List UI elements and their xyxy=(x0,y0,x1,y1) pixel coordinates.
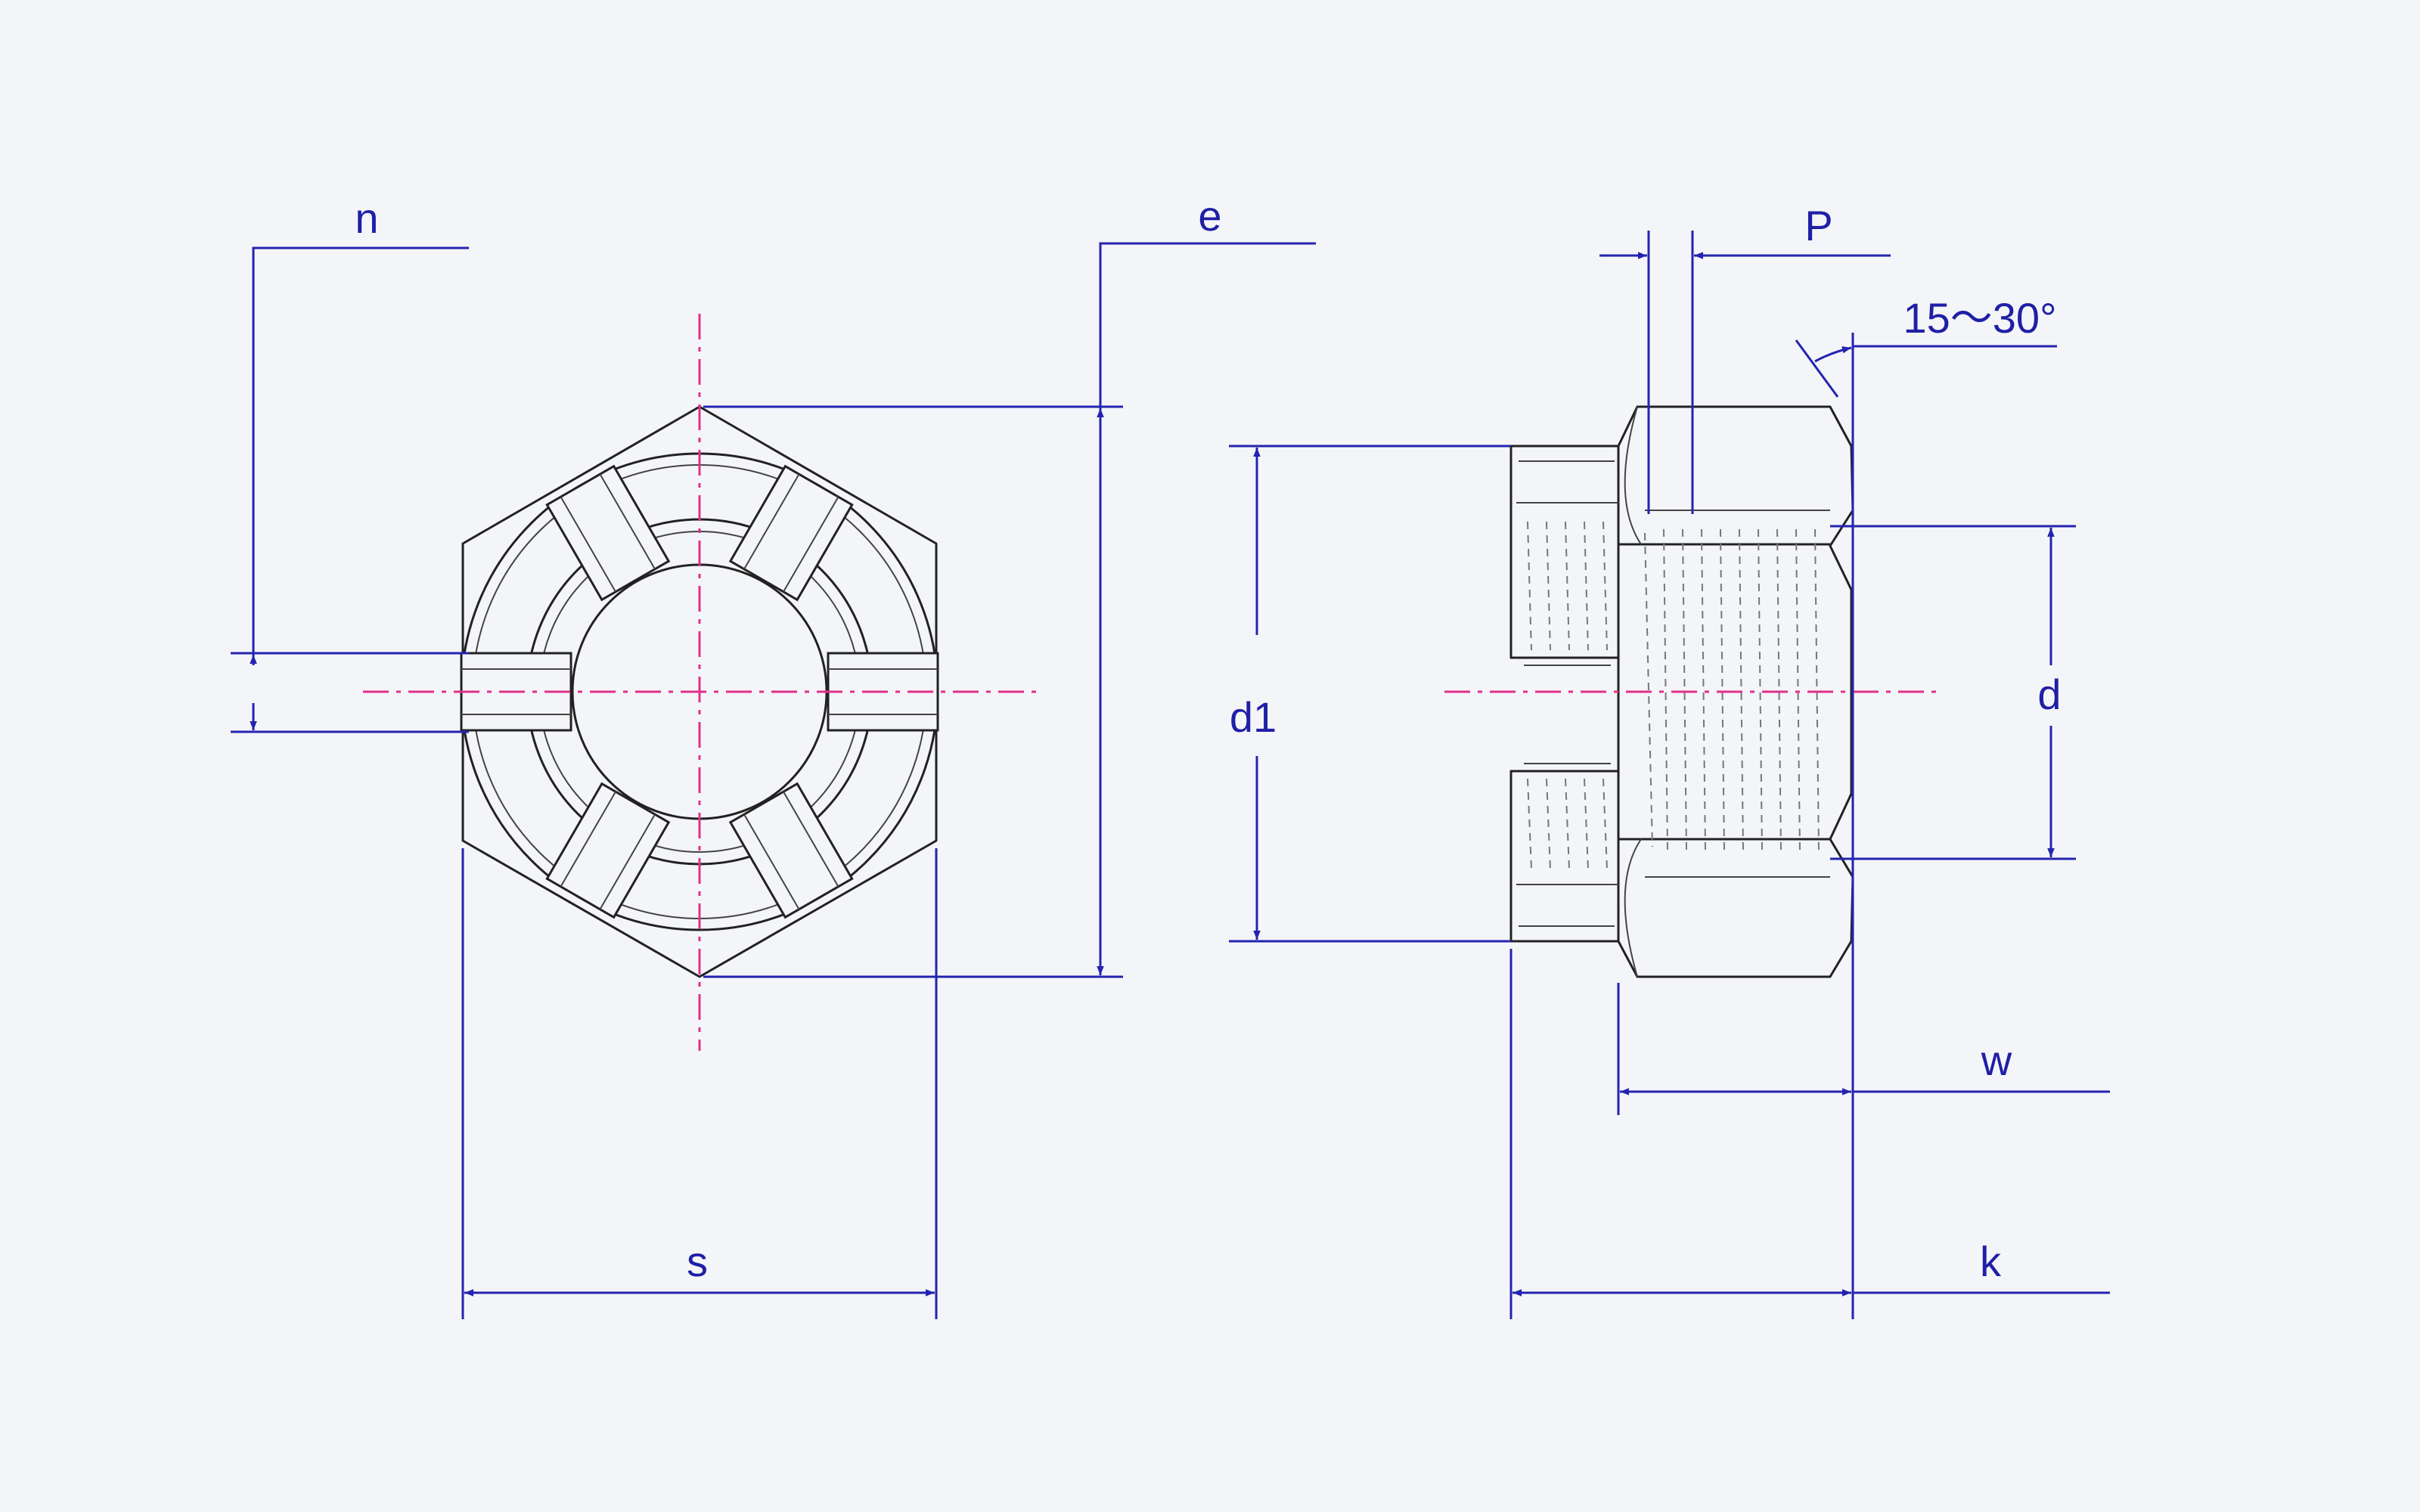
front-view xyxy=(363,314,1036,1051)
label-w: w xyxy=(1981,1036,2012,1084)
label-d1: d1 xyxy=(1230,693,1277,741)
dimension-d xyxy=(1830,525,2076,860)
label-angle: 15～30° xyxy=(1903,294,2057,342)
crown-side-outline xyxy=(1509,445,1620,943)
label-k: k xyxy=(1980,1238,2002,1285)
label-p: P xyxy=(1804,202,1832,249)
side-view xyxy=(1444,405,1936,978)
dimension-p xyxy=(1599,231,1891,514)
thread-hatching xyxy=(1527,521,1820,870)
hex-body-outline xyxy=(1617,405,1854,978)
hexagon-outline xyxy=(461,405,938,978)
dimension-n xyxy=(231,246,469,733)
dimension-d1 xyxy=(1229,445,1511,943)
dimension-w xyxy=(1617,983,2110,1115)
dimension-s xyxy=(461,848,938,1319)
dimension-angle xyxy=(1795,333,2057,1319)
dimension-k xyxy=(1509,949,2110,1319)
label-e: e xyxy=(1198,192,1221,240)
label-s: s xyxy=(687,1238,708,1285)
label-d: d xyxy=(2037,671,2061,718)
label-n: n xyxy=(355,194,378,242)
dimension-e xyxy=(703,242,1316,978)
